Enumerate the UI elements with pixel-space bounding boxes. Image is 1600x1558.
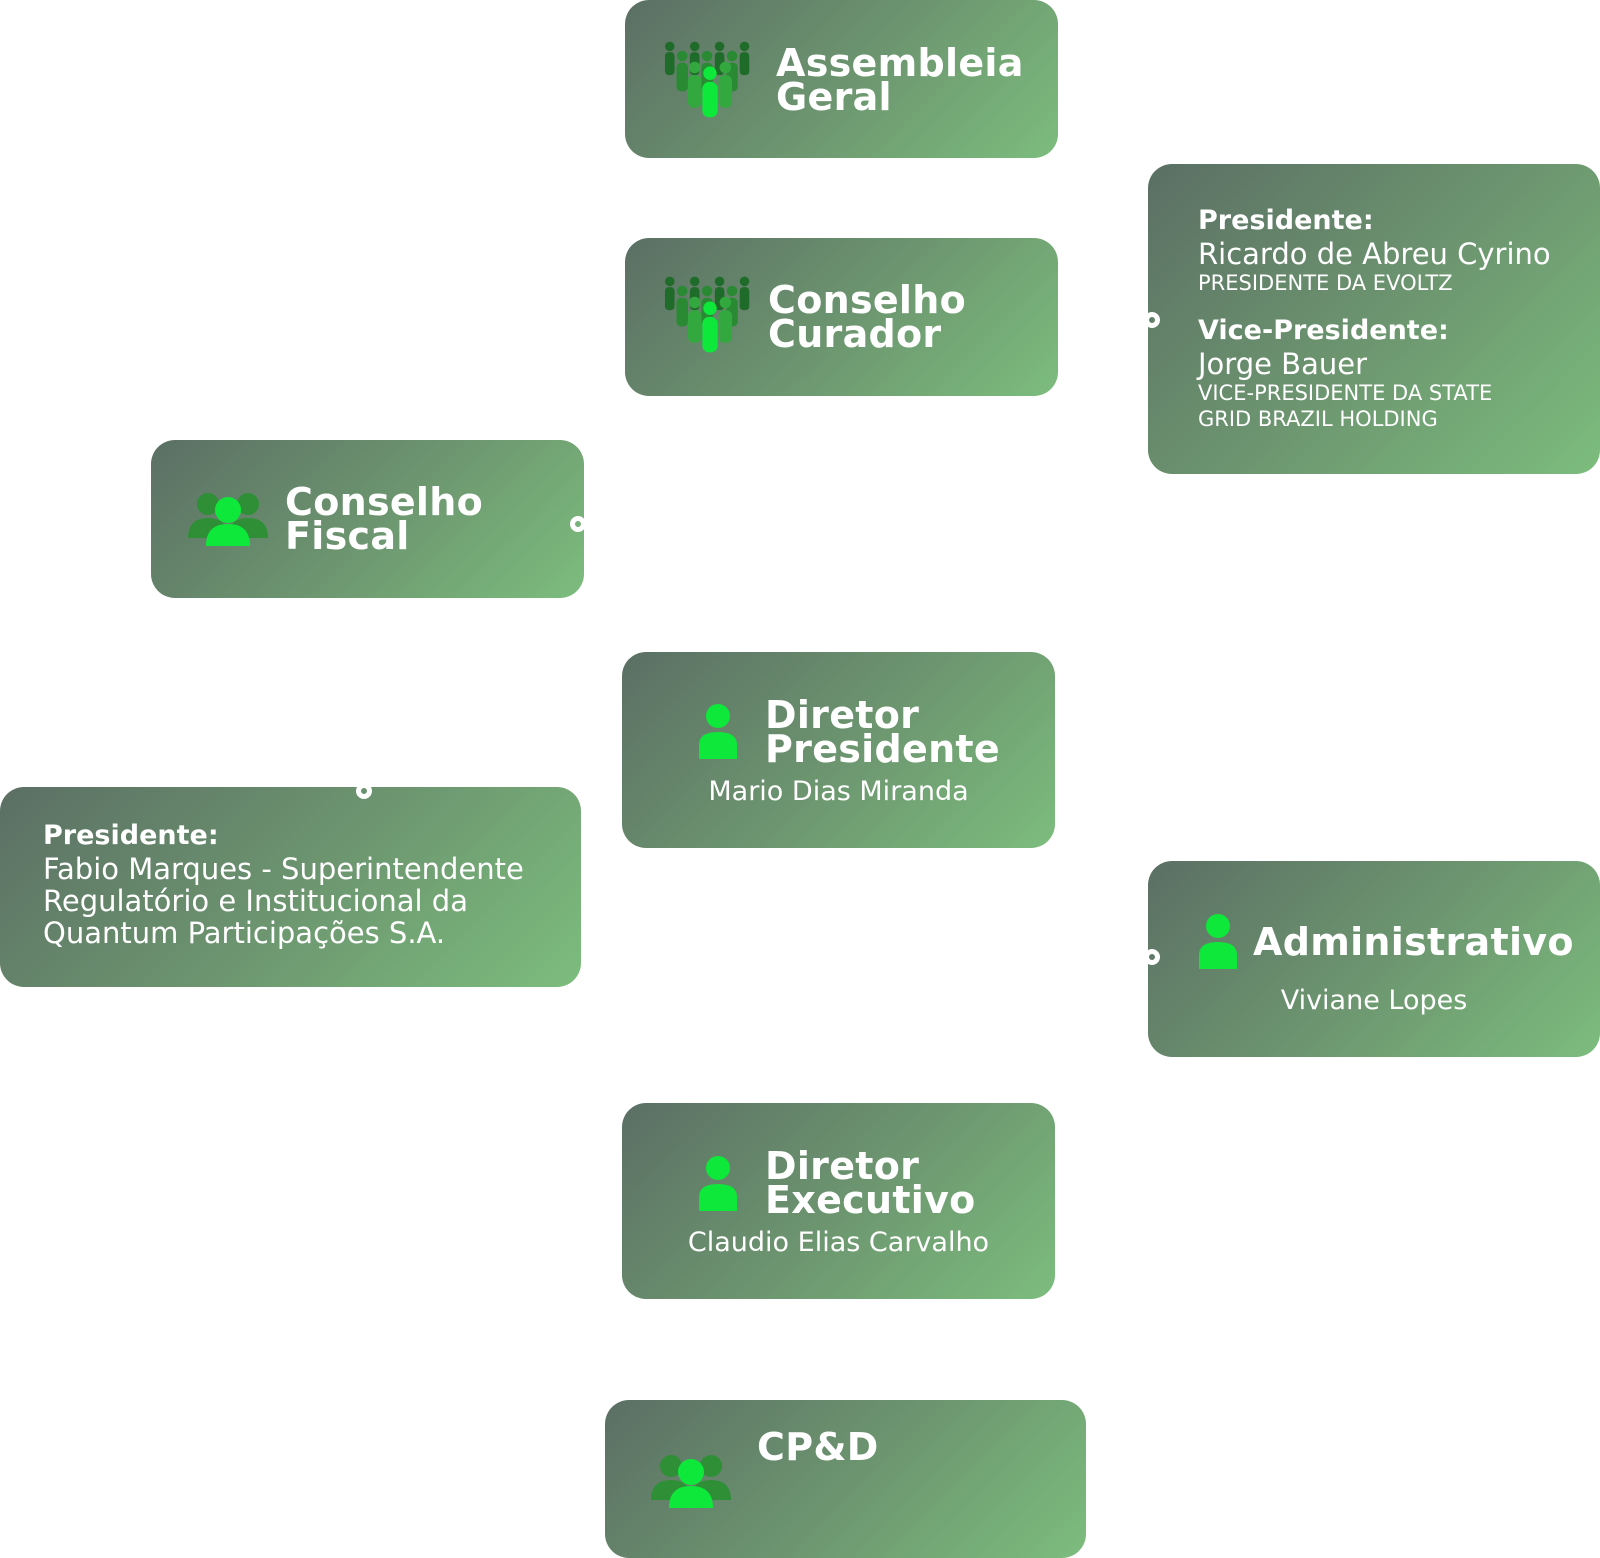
- person-icon: [1198, 913, 1238, 969]
- cpd-card[interactable]: CP&D: [605, 1400, 1086, 1558]
- group-icon: [649, 1454, 733, 1508]
- conselho-curador-title-line1: Conselho: [768, 278, 967, 322]
- diretor-presidente-title: Diretor Presidente: [765, 693, 1000, 771]
- conselho-fiscal-card[interactable]: Conselho Fiscal: [151, 440, 584, 598]
- assembleia-geral-title-line1: Assembleia: [776, 41, 1024, 85]
- curador-president-label: Presidente:: [1198, 205, 1374, 236]
- fiscal-info-text: Presidente: Fabio Marques - Superintende…: [43, 819, 524, 949]
- fiscal-info-line1: Fabio Marques - Superintendente: [43, 852, 524, 886]
- curador-vice-label: Vice-Presidente:: [1198, 315, 1449, 346]
- person-icon: [698, 1155, 738, 1211]
- diretor-presidente-name: Mario Dias Miranda: [708, 776, 969, 807]
- administrativo-card[interactable]: Administrativo Viviane Lopes: [1148, 861, 1600, 1057]
- crowd-icon: [664, 40, 756, 118]
- diretor-executivo-card[interactable]: Diretor Executivo Claudio Elias Carvalho: [622, 1103, 1055, 1299]
- conselho-curador-info-card: Presidente: Ricardo de Abreu Cyrino PRES…: [1148, 164, 1600, 474]
- person-icon: [698, 703, 738, 759]
- connector-dot-fiscal: [570, 516, 586, 532]
- diretor-presidente-title-line1: Diretor: [765, 693, 920, 737]
- connector-dot-administrativo: [1144, 949, 1160, 965]
- curador-info-text: Presidente: Ricardo de Abreu Cyrino PRES…: [1198, 204, 1551, 432]
- assembleia-geral-title-line2: Geral: [776, 75, 892, 119]
- diretor-executivo-title: Diretor Executivo: [765, 1144, 976, 1222]
- conselho-fiscal-title-line2: Fiscal: [285, 514, 410, 558]
- fiscal-president-label: Presidente:: [43, 820, 219, 851]
- curador-president-role: PRESIDENTE DA EVOLTZ: [1198, 271, 1453, 295]
- conselho-curador-title-line2: Curador: [768, 312, 942, 356]
- assembleia-geral-card[interactable]: Assembleia Geral: [625, 0, 1058, 158]
- diretor-presidente-card[interactable]: Diretor Presidente Mario Dias Miranda: [622, 652, 1055, 848]
- curador-vice-role-line2: GRID BRAZIL HOLDING: [1198, 407, 1438, 431]
- connector-dot-fiscal-info: [356, 783, 372, 799]
- diretor-executivo-name: Claudio Elias Carvalho: [687, 1227, 990, 1258]
- group-icon: [186, 492, 270, 546]
- curador-vice-role-line1: VICE-PRESIDENTE DA STATE: [1198, 381, 1493, 405]
- assembleia-geral-title: Assembleia Geral: [776, 41, 1024, 119]
- conselho-fiscal-title-line1: Conselho: [285, 480, 484, 524]
- fiscal-info-line2: Regulatório e Institucional da: [43, 884, 468, 918]
- curador-vice-name: Jorge Bauer: [1198, 347, 1367, 381]
- diretor-executivo-title-line1: Diretor: [765, 1144, 920, 1188]
- conselho-curador-card[interactable]: Conselho Curador: [625, 238, 1058, 396]
- administrativo-name: Viviane Lopes: [1280, 985, 1468, 1016]
- conselho-fiscal-info-card: Presidente: Fabio Marques - Superintende…: [0, 787, 581, 987]
- fiscal-info-line3: Quantum Participações S.A.: [43, 916, 446, 950]
- curador-president-name: Ricardo de Abreu Cyrino: [1198, 237, 1551, 271]
- conselho-fiscal-title: Conselho Fiscal: [285, 480, 484, 558]
- cpd-title: CP&D: [757, 1425, 879, 1469]
- administrativo-title: Administrativo: [1253, 920, 1574, 964]
- conselho-curador-title: Conselho Curador: [768, 278, 967, 356]
- diretor-executivo-title-line2: Executivo: [765, 1178, 976, 1222]
- crowd-icon: [664, 275, 756, 353]
- diretor-presidente-title-line2: Presidente: [765, 727, 1000, 771]
- connector-dot-curador: [1144, 312, 1160, 328]
